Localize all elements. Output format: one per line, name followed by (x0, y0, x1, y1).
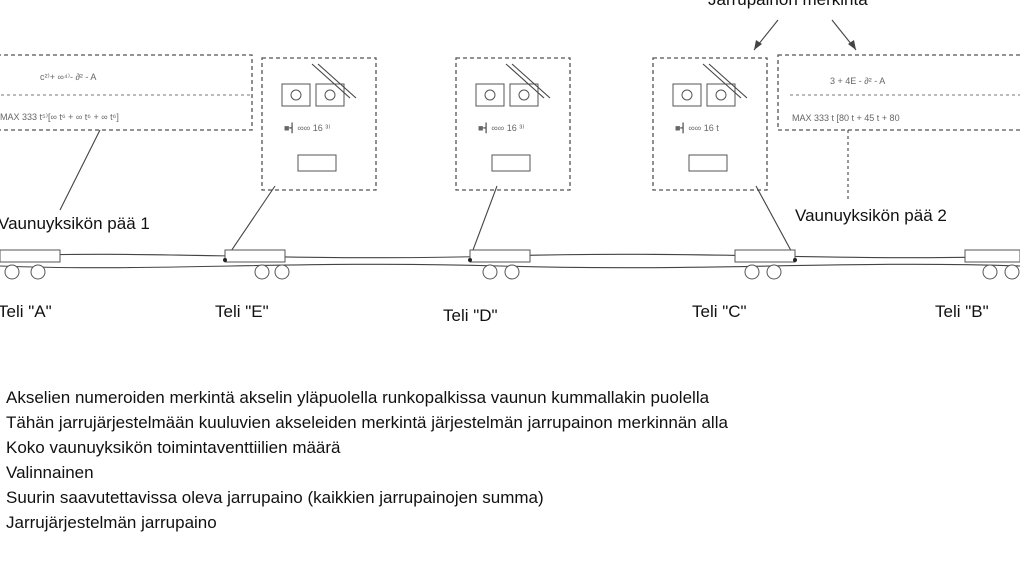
svg-text:3 + 4E - ∂² - A: 3 + 4E - ∂² - A (830, 76, 885, 86)
bogie-A-wheels (0, 249, 61, 280)
bogie-label-A: Teli "A" (0, 302, 52, 321)
footnote-3: Koko vaunuyksikön toimintaventtiilien mä… (6, 438, 341, 457)
wagon-chassis (0, 249, 1020, 280)
bogie-C-wheels (734, 249, 796, 280)
footnote-4: Valinnainen (6, 463, 94, 482)
footnote-6: Jarrujärjestelmän jarrupaino (6, 513, 217, 532)
footnote-2: Tähän jarrujärjestelmään kuuluvien aksel… (6, 413, 728, 432)
brake-weight-box-end1: c²⁾+ ∞⁴⁾- ∂² - A MAX 333 t⁵⁾[∞ t⁶ + ∞ t⁶… (0, 54, 253, 131)
bogie-D-wheels (469, 249, 531, 280)
bogie-label-E: Teli "E" (215, 302, 269, 321)
wagon-end-1-label: Vaunuyksikön pää 1 (0, 214, 150, 233)
bogie-panel-E: ■┫ ∞∞ 16 ³⁾ (261, 57, 377, 191)
svg-text:■┫ ∞∞ 16 t: ■┫ ∞∞ 16 t (675, 122, 719, 134)
footnote-1: Akselien numeroiden merkintä akselin ylä… (6, 388, 710, 407)
bogie-label-B: Teli "B" (935, 302, 989, 321)
svg-text:MAX 333 t [80 t + 45 t + 80: MAX 333 t [80 t + 45 t + 80 (792, 113, 900, 123)
svg-text:MAX 333 t⁵⁾[∞ t⁶ + ∞ t⁶ + ∞ t⁶: MAX 333 t⁵⁾[∞ t⁶ + ∞ t⁶ + ∞ t⁶] (0, 112, 119, 122)
svg-text:c²⁾+ ∞⁴⁾- ∂² - A: c²⁾+ ∞⁴⁾- ∂² - A (40, 72, 96, 82)
callout-title: Jarrupainon merkintä (708, 0, 868, 10)
footnote-5: Suurin saavutettavissa oleva jarrupaino … (6, 488, 544, 507)
bogie-label-D: Teli "D" (443, 306, 498, 325)
bogie-label-C: Teli "C" (692, 302, 747, 321)
callout-arrows (753, 19, 857, 51)
leader-lines (59, 129, 849, 261)
bogie-E-wheels (224, 249, 290, 280)
bogie-panel-D: ■┫ ∞∞ 16 ³⁾ (455, 57, 571, 191)
svg-text:■┫ ∞∞ 16 ³⁾: ■┫ ∞∞ 16 ³⁾ (478, 122, 524, 134)
bogie-panel-C: ■┫ ∞∞ 16 t (652, 57, 768, 191)
bogie-B-wheels (964, 249, 1020, 280)
svg-text:■┫ ∞∞ 16 ³⁾: ■┫ ∞∞ 16 ³⁾ (284, 122, 330, 134)
brake-weight-box-end2: 3 + 4E - ∂² - A MAX 333 t [80 t + 45 t +… (777, 54, 1020, 131)
wagon-end-2-label: Vaunuyksikön pää 2 (795, 206, 947, 225)
